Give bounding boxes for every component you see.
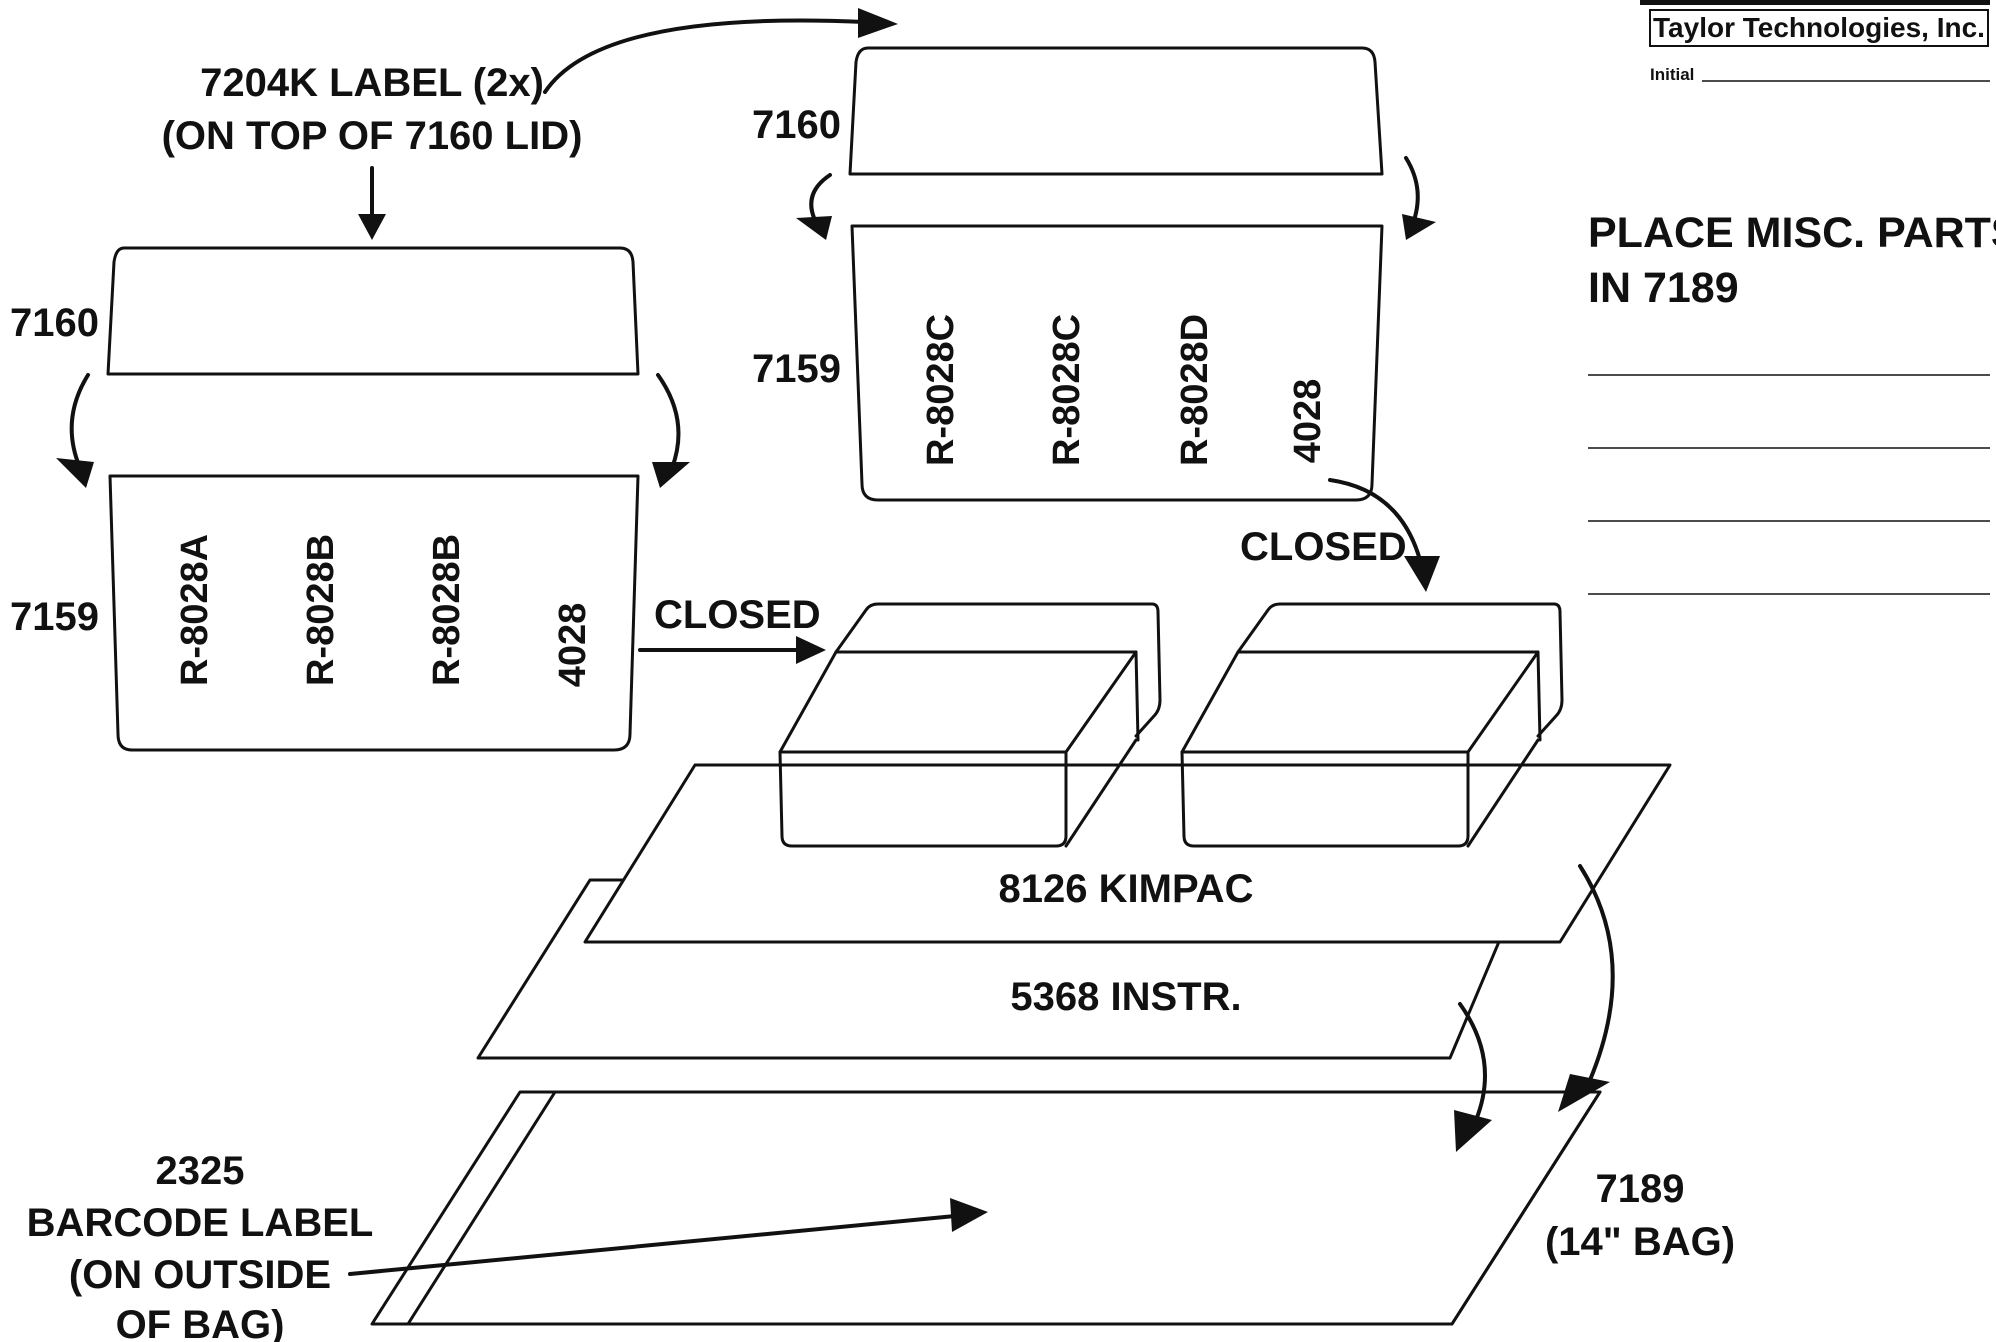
left-box-group: 7204K LABEL (2x) (ON TOP OF 7160 LID) 71…	[10, 61, 826, 752]
instr-to-bag-arrow	[1454, 1002, 1492, 1152]
label-note-line1: 7204K LABEL (2x)	[200, 61, 544, 105]
right-base-label: 7159	[752, 347, 841, 391]
right-box-group: 7160 7159 R-8028C R-8028C R-8028D 4028 C…	[752, 46, 1440, 592]
label-down-arrow	[358, 166, 386, 240]
approved-stamp: Taylor Technologies, Inc. Initial	[1640, 0, 1990, 84]
misc-parts-write-lines	[1588, 374, 1990, 595]
right-item-1: R-8028C	[920, 314, 962, 466]
label-to-right-lid-arrow	[543, 8, 898, 94]
kimpac-sheet-8126	[583, 763, 1672, 944]
barcode-note-line1: 2325	[156, 1149, 245, 1193]
left-item-4: 4028	[552, 603, 594, 688]
barcode-note-line2: BARCODE LABEL	[27, 1201, 374, 1245]
left-lid-7160	[106, 246, 640, 376]
left-item-2: R-8028B	[300, 534, 342, 686]
stamp-brand: Taylor Technologies, Inc.	[1653, 12, 1985, 43]
left-closed-label: CLOSED	[654, 593, 821, 637]
instruction-sheet-label: 5368 INSTR.	[1010, 975, 1241, 1019]
misc-parts-note-line2: IN 7189	[1588, 264, 1739, 312]
right-lid-7160	[848, 46, 1384, 176]
left-lid-arrow-right	[652, 373, 690, 488]
right-closed-label: CLOSED	[1240, 525, 1407, 569]
right-lid-label: 7160	[752, 103, 841, 147]
closed-box-b	[1180, 602, 1564, 848]
right-lid-arrow-left	[796, 173, 832, 240]
bag-label-line2: (14" BAG)	[1545, 1220, 1735, 1264]
barcode-arrow	[348, 1198, 988, 1276]
barcode-note-line4: OF BAG)	[116, 1303, 285, 1342]
left-closed-arrow	[638, 636, 826, 664]
kimpac-to-bag-arrow	[1558, 864, 1615, 1112]
stamp-initial-label: Initial	[1650, 65, 1694, 84]
right-item-4: 4028	[1287, 379, 1329, 464]
left-lid-label: 7160	[10, 301, 99, 345]
right-base-7159	[850, 224, 1384, 502]
bag-7189	[370, 1090, 1602, 1326]
barcode-note-line3: (ON OUTSIDE	[69, 1253, 331, 1297]
misc-parts-note-line1: PLACE MISC. PARTS	[1588, 209, 1996, 257]
right-closed-arrow	[1328, 478, 1440, 592]
bag-label-line1: 7189	[1596, 1167, 1685, 1211]
right-item-3: R-8028D	[1174, 314, 1216, 466]
closed-box-a	[778, 602, 1162, 848]
label-note-line2: (ON TOP OF 7160 LID)	[162, 114, 583, 158]
left-item-1: R-8028A	[174, 534, 216, 686]
left-base-label: 7159	[10, 595, 99, 639]
kimpac-sheet-label: 8126 KIMPAC	[999, 867, 1254, 911]
right-lid-arrow-right	[1402, 156, 1436, 240]
left-item-3: R-8028B	[426, 534, 468, 686]
left-base-7159	[108, 474, 640, 752]
left-lid-arrow-left	[56, 373, 94, 488]
right-item-2: R-8028C	[1046, 314, 1088, 466]
